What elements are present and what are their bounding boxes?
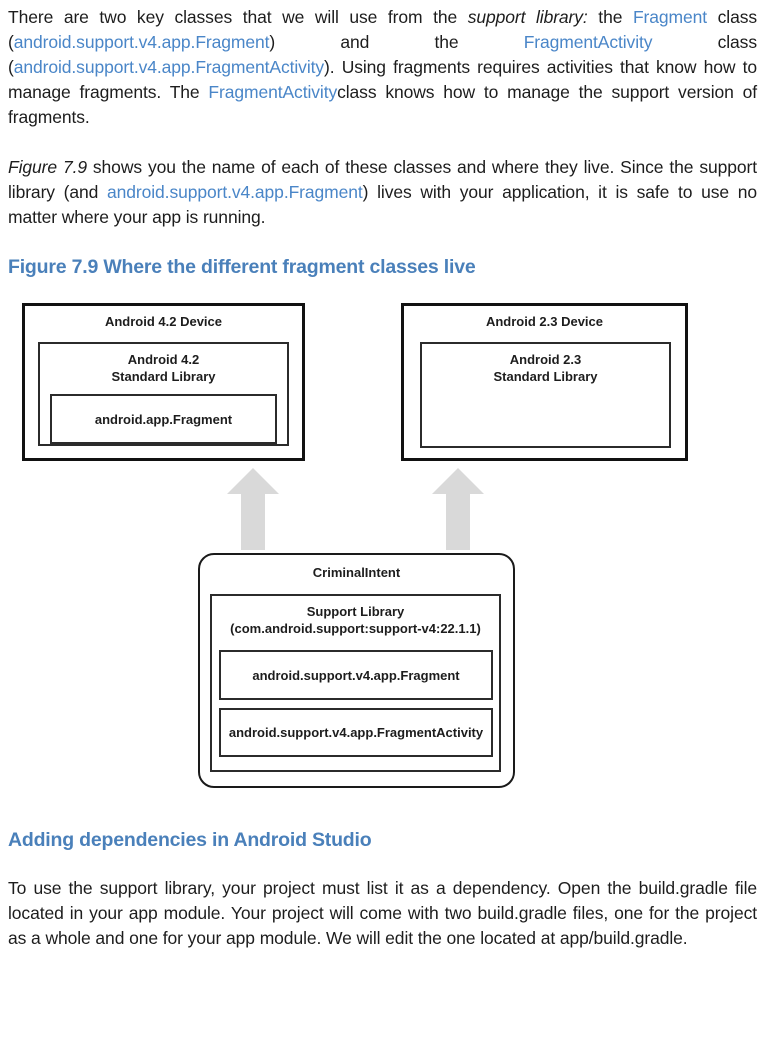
text-segment: shows you the name of each of these clas…: [8, 157, 757, 202]
ebook-page: There are two key classes that we will u…: [8, 5, 757, 951]
figure-diagram: Android 4.2 Device Android 4.2 Standard …: [8, 303, 757, 803]
library-title: Android 4.2 Standard Library: [40, 351, 287, 385]
device-box-android-2-3: Android 2.3 Device Android 2.3 Standard …: [401, 303, 688, 461]
text-segment: android.support.v4.app.FragmentActivity: [13, 57, 325, 77]
text-segment: FragmentActivity: [523, 32, 653, 52]
support-title-line2: (com.android.support:support-v4:22.1.1): [230, 621, 481, 636]
library-title: Android 2.3 Standard Library: [422, 351, 669, 385]
up-arrow-left: [227, 468, 279, 550]
device-title: Android 2.3 Device: [485, 314, 604, 329]
text-segment: class (: [8, 32, 757, 77]
text-segment: support library:: [467, 7, 588, 27]
text-segment: There are two key classes that we will u…: [8, 7, 468, 27]
text-segment: the: [587, 7, 633, 27]
text-segment: ) and the: [269, 32, 524, 52]
text-segment: android.support.v4.app.Fragment: [13, 32, 270, 52]
support-title-line1: Support Library: [306, 604, 405, 619]
figure-caption-heading: Figure 7.9 Where the different fragment …: [8, 256, 476, 278]
text-segment: ) lives with your application, it is saf…: [8, 182, 757, 227]
paragraph-intro: There are two key classes that we will u…: [8, 5, 757, 130]
up-arrow-head-icon: [227, 468, 279, 494]
section-heading: Adding dependencies in Android Studio: [8, 829, 372, 851]
library-box-android-2-3: Android 2.3 Standard Library: [420, 342, 671, 448]
up-arrow-head-icon: [432, 468, 484, 494]
support-library-title: Support Library (com.android.support:sup…: [212, 603, 499, 637]
support-library-box: Support Library (com.android.support:sup…: [210, 594, 501, 772]
library-title-line1: Android 2.3: [509, 352, 582, 367]
paragraph-figure-ref: Figure 7.9 shows you the name of each of…: [8, 155, 757, 230]
class-box-support-fragment: android.support.v4.app.Fragment: [219, 650, 493, 700]
text-segment: class knows how to manage the support ve…: [8, 82, 757, 127]
class-box-support-fragmentactivity: android.support.v4.app.FragmentActivity: [219, 708, 493, 757]
app-title: CriminalIntent: [312, 565, 401, 580]
device-title: Android 4.2 Device: [104, 314, 223, 329]
text-segment: FragmentActivity: [208, 82, 338, 102]
library-title-line1: Android 4.2: [127, 352, 200, 367]
device-box-android-4-2: Android 4.2 Device Android 4.2 Standard …: [22, 303, 305, 461]
library-title-line2: Standard Library: [111, 369, 216, 384]
app-box-criminalintent: CriminalIntent Support Library (com.andr…: [198, 553, 515, 788]
class-box-android-app-fragment: android.app.Fragment: [50, 394, 277, 444]
library-box-android-4-2: Android 4.2 Standard Library android.app…: [38, 342, 289, 446]
text-segment: Figure 7.9: [8, 157, 87, 177]
text-segment: Fragment: [632, 7, 708, 27]
up-arrow-shaft: [446, 494, 470, 550]
text-segment: android.support.v4.app.Fragment: [107, 182, 363, 202]
text-segment: ). Using fragments requires activities t…: [8, 57, 757, 102]
text-segment: To use the support library, your project…: [8, 878, 757, 948]
paragraph-dependencies: To use the support library, your project…: [8, 876, 757, 951]
text-segment: class (: [8, 7, 757, 52]
up-arrow-shaft: [241, 494, 265, 550]
up-arrow-right: [432, 468, 484, 550]
library-title-line2: Standard Library: [493, 369, 598, 384]
